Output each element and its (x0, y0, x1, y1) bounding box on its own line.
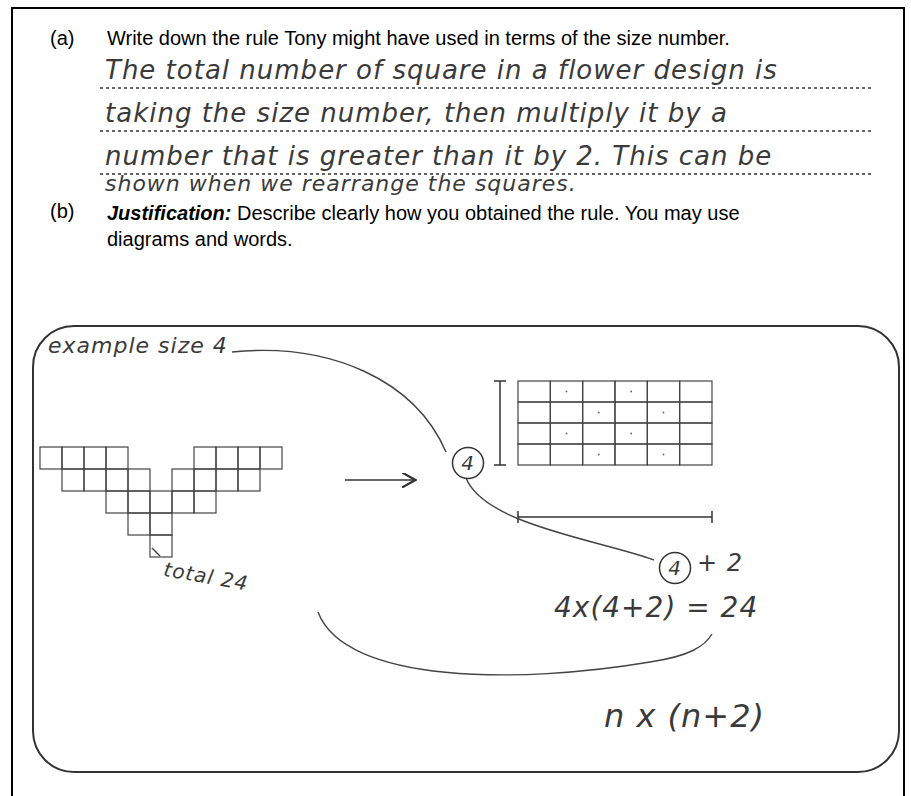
rearrange-arrow (345, 479, 414, 481)
justification-box: example size 4 total 24 + 2 4x(4+2) = 24 n x… (32, 325, 900, 773)
calculation: 4x(4+2) = 24 (554, 591, 758, 624)
general-rule: n x (n+2) (604, 697, 765, 735)
plus-two: + 2 (697, 549, 743, 577)
handwritten-answer: taking the size number, then multiply it… (105, 97, 728, 129)
handwritten-answer: shown when we rearrange the squares. (105, 172, 577, 196)
size-note: example size 4 (48, 333, 228, 358)
dimension-lines (494, 381, 712, 523)
circled-number: 4 (658, 551, 692, 585)
prompt-heading: Justification: (107, 202, 231, 224)
circled-digit: 4 (668, 556, 682, 580)
rectangle-grid (518, 381, 712, 465)
handwritten-answer: number that is greater than it by 2. Thi… (105, 140, 772, 172)
leader-curves (152, 350, 712, 674)
question-text: Write down the rule Tony might have used… (107, 27, 730, 50)
circled-digit: 4 (461, 451, 475, 475)
justification-prompt: Justification: Describe clearly how you … (107, 200, 827, 252)
question-number: (b) (50, 200, 74, 223)
page-frame (12, 8, 904, 796)
handwritten-answer: The total number of square in a flower d… (105, 54, 778, 86)
circled-number: 4 (451, 446, 485, 480)
answer-lines (100, 88, 872, 174)
question-number: (a) (50, 27, 74, 50)
total-note: total 24 (162, 557, 250, 595)
flower-design (40, 447, 282, 557)
